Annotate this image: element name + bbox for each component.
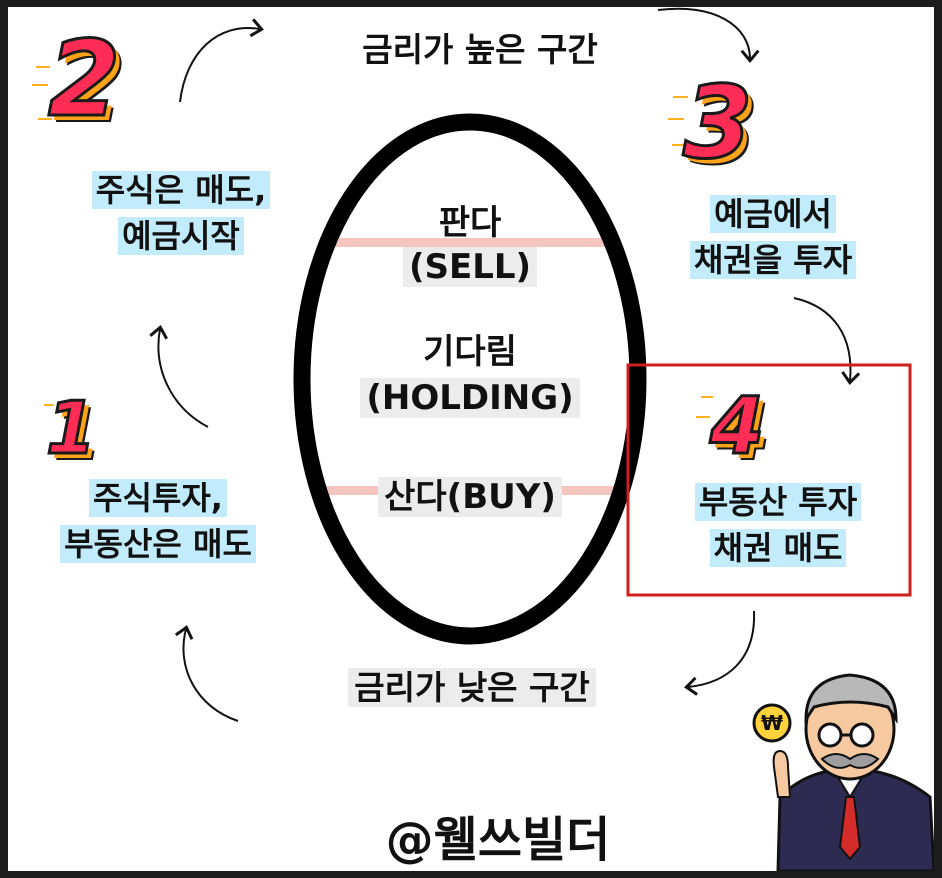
arrow-top-right	[657, 7, 760, 64]
step-1-text: 주식투자, 부동산은 매도	[28, 475, 288, 567]
buy-label: 산다(BUY)	[350, 475, 590, 519]
hold-label: 기다림 (HOLDING)	[330, 329, 610, 421]
low-rate-label: 금리가 낮은 구간	[322, 667, 622, 709]
cycle-diagram: ₩ 금리가 높은 구간 금리가 낮은 구간 판다 (SELL) 기다림 (HOL…	[8, 7, 934, 871]
sell-label: 판다 (SELL)	[370, 201, 570, 289]
coin-icon	[752, 703, 792, 743]
arrow-top-left	[179, 18, 264, 103]
brand-watermark: @웰쓰빌더	[385, 812, 611, 868]
sell-band	[330, 238, 612, 247]
step-number-4: 4	[708, 381, 765, 474]
number-speed-lines	[32, 66, 713, 418]
arrow-right	[793, 297, 861, 385]
old-man-character	[752, 673, 934, 871]
step4-highlight-box	[626, 363, 912, 597]
high-rate-label: 금리가 높은 구간	[362, 30, 598, 69]
arrow-bottom-left	[174, 625, 239, 722]
arrow-left	[149, 325, 209, 428]
step-4-text: 부동산 투자 채권 매도	[668, 479, 888, 571]
step-3-text: 예금에서 채권을 투자	[658, 191, 888, 283]
coin-symbol: ₩	[760, 711, 784, 735]
step-number-2: 2	[46, 18, 121, 141]
diagram-graphics	[32, 7, 934, 871]
step-2-text: 주식은 매도, 예금시작	[56, 167, 306, 259]
arrow-bottom-right	[684, 610, 756, 696]
cycle-oval	[293, 113, 647, 645]
step-number-1: 1	[44, 386, 97, 471]
step-number-3: 3	[682, 63, 755, 182]
